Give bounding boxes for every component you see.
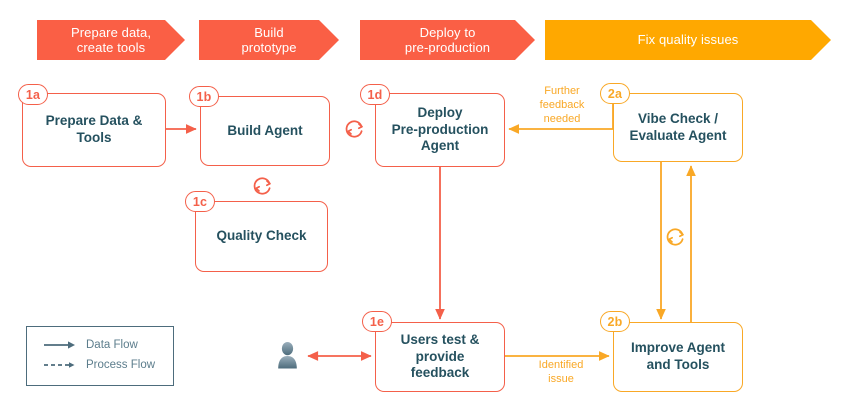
refresh-loop-icon (666, 228, 684, 246)
badge-1b: 1b (189, 86, 219, 107)
legend-item-data-flow-label: Data Flow (86, 339, 138, 351)
badge-1a-label: 1a (25, 87, 41, 102)
banner-deploy[interactable]: Deploy to pre-production (360, 20, 535, 60)
chevron-shape (199, 20, 339, 60)
badge-1e-label: 1e (369, 314, 385, 329)
node-1e[interactable]: Users test & provide feedback (375, 322, 505, 392)
banner-prepare[interactable]: Prepare data, create tools (37, 20, 185, 60)
edge-label-identified-issue-text: Identified issue (538, 359, 584, 385)
node-2b-label: Improve Agent and Tools (630, 340, 725, 372)
node-1d[interactable]: Deploy Pre-production Agent (375, 93, 505, 167)
banner-deploy-label: Deploy to pre-production (404, 24, 491, 55)
badge-1a: 1a (18, 84, 48, 105)
badge-2b-label: 2b (607, 314, 623, 329)
banner-fix-label: Fix quality issues (637, 32, 739, 48)
badge-1c-label: 1c (192, 194, 208, 209)
chevron-shape (360, 20, 535, 60)
dashed-arrow-icon (44, 362, 75, 368)
node-2b[interactable]: Improve Agent and Tools (613, 322, 743, 392)
node-1a[interactable]: Prepare Data & Tools (22, 93, 166, 167)
node-1b-label: Build Agent (227, 122, 303, 138)
badge-1d-label: 1d (367, 87, 383, 102)
badge-1b-label: 1b (196, 89, 212, 104)
legend-item-data-flow: Data Flow (43, 339, 138, 351)
badge-2a: 2a (600, 83, 630, 104)
chevron-shape (545, 20, 831, 60)
refresh-loop-icon (253, 177, 271, 195)
solid-arrow-icon (44, 341, 75, 349)
node-1c[interactable]: Quality Check (195, 201, 328, 272)
user-person-icon (278, 342, 297, 369)
banner-build-label: Build prototype (241, 24, 297, 55)
legend-item-process-flow-label: Process Flow (86, 359, 156, 371)
banner-fix[interactable]: Fix quality issues (545, 20, 831, 60)
edge-label-further-feedback: Further feedback needed (519, 85, 605, 126)
edge-label-identified-issue: Identified issue (521, 359, 601, 387)
edge-label-further-feedback-text: Further feedback needed (539, 85, 585, 125)
banner-build[interactable]: Build prototype (199, 20, 339, 60)
badge-2a-label: 2a (607, 86, 623, 101)
legend-item-process-flow: Process Flow (43, 359, 155, 371)
node-2a[interactable]: Vibe Check / Evaluate Agent (613, 93, 743, 162)
badge-1c: 1c (185, 191, 215, 212)
badge-1e: 1e (362, 311, 392, 332)
node-1c-label: Quality Check (216, 228, 307, 244)
chevron-shape (37, 20, 185, 60)
banner-prepare-label: Prepare data, create tools (70, 24, 152, 55)
badge-2b: 2b (600, 311, 630, 332)
node-1a-label: Prepare Data & Tools (45, 113, 143, 145)
legend-box: Data Flow Process Flow (26, 326, 174, 386)
node-2a-label: Vibe Check / Evaluate Agent (629, 110, 727, 143)
refresh-loop-icon (345, 120, 363, 138)
node-1e-label: Users test & provide feedback (400, 331, 480, 381)
node-1d-label: Deploy Pre-production Agent (391, 104, 489, 154)
node-1b[interactable]: Build Agent (200, 96, 330, 166)
badge-1d: 1d (360, 84, 390, 105)
